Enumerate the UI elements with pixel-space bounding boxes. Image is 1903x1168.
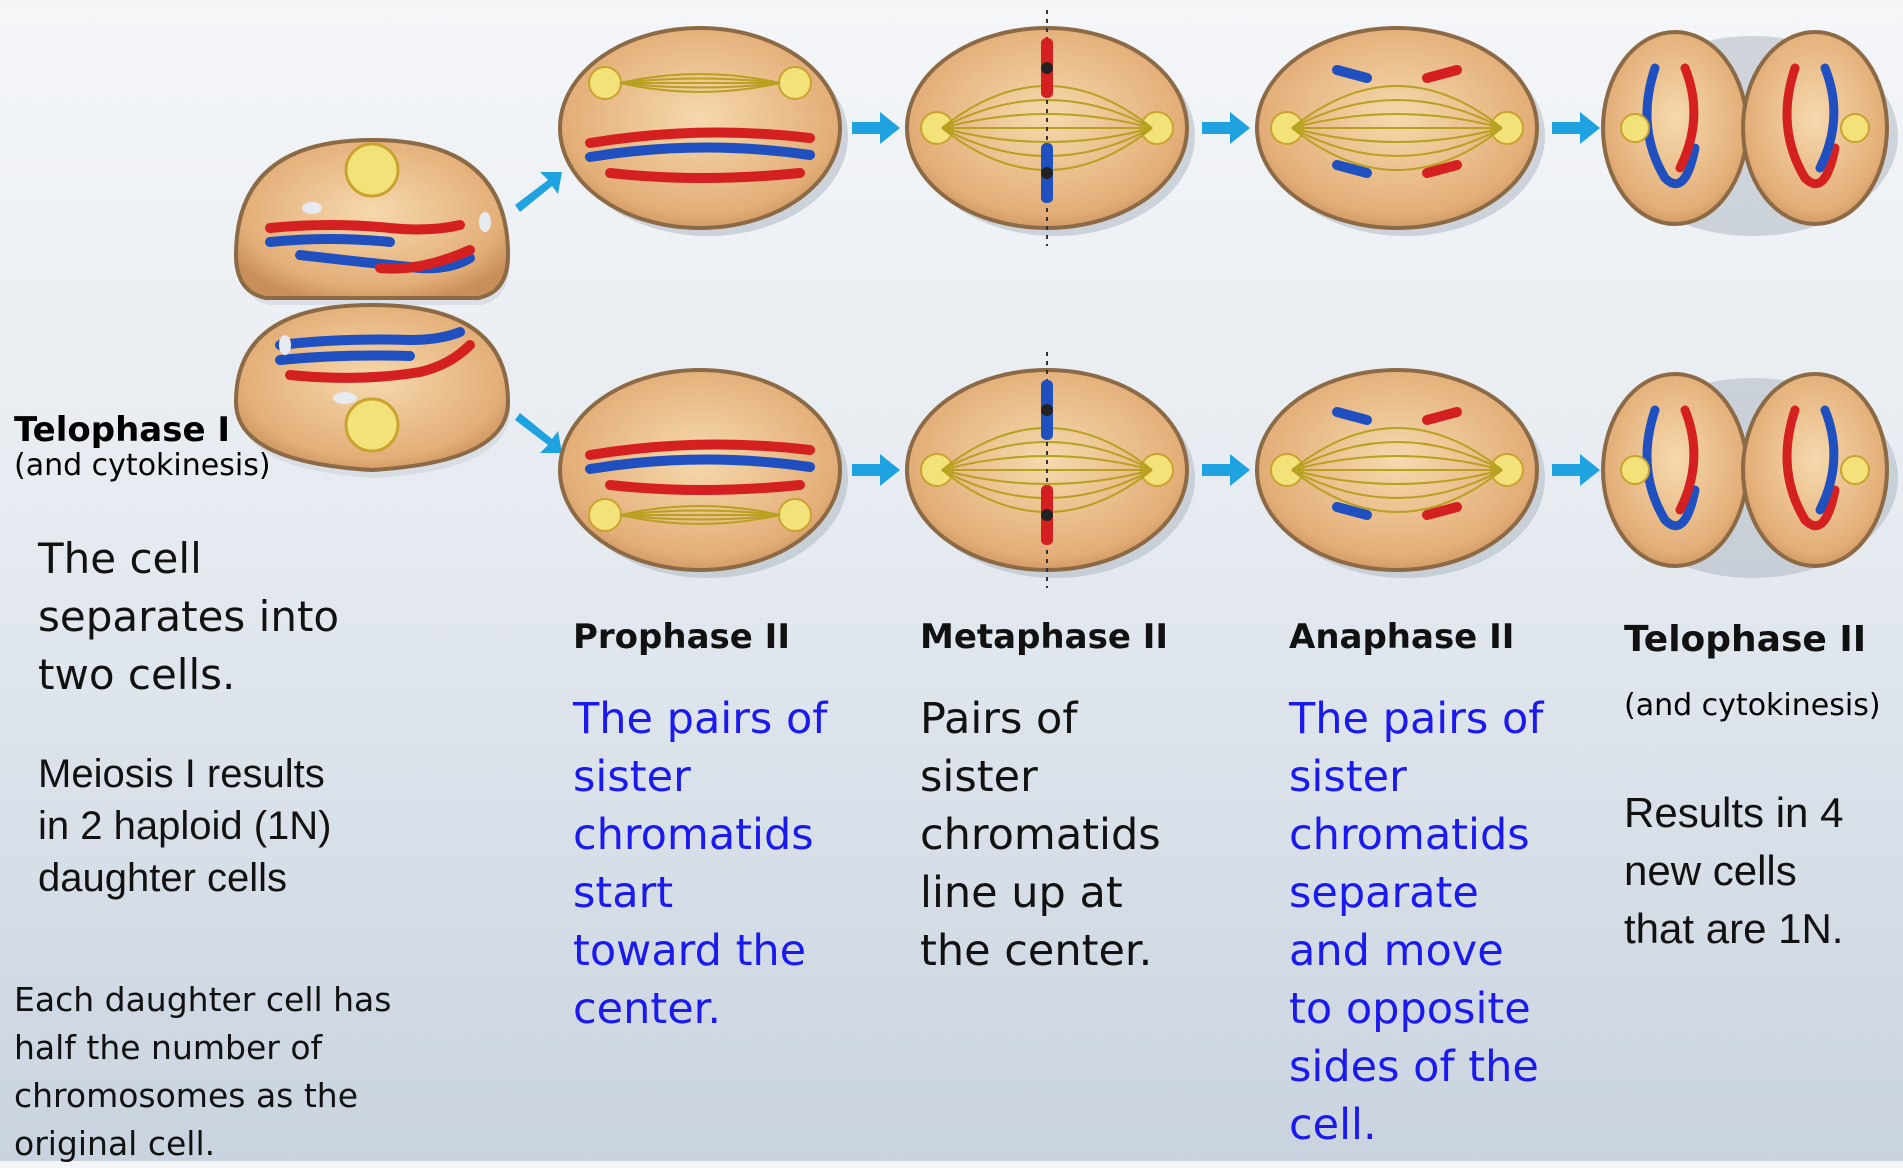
anaphase-ii-title: Anaphase II: [1289, 617, 1514, 657]
telophase-ii-description: Results in 4 new cells that are 1N.: [1624, 784, 1843, 958]
telophase-ii-cell-bottom: [1603, 374, 1898, 578]
phase-arrow: [852, 112, 900, 144]
phase-arrow: [1552, 454, 1600, 486]
phase-arrow: [852, 454, 900, 486]
branch-arrow-bottom: [515, 413, 562, 453]
anaphase-ii-cell-top: [1257, 28, 1545, 236]
metaphase-ii-cell-bottom: [907, 352, 1195, 588]
telophase-i-description: The cell separates into two cells.: [38, 530, 339, 704]
telophase-ii-title: Telophase II: [1624, 619, 1866, 660]
branch-arrow-top: [515, 172, 562, 212]
prophase-ii-description: The pairs of sister chromatids start tow…: [573, 690, 827, 1038]
phase-arrow: [1202, 112, 1250, 144]
phase-arrow: [1202, 454, 1250, 486]
metaphase-ii-cell-top: [907, 10, 1195, 246]
telophase-ii-cell-top: [1603, 32, 1898, 236]
telophase-i-note: Each daughter cell has half the number o…: [14, 976, 391, 1168]
phase-arrow: [1552, 112, 1600, 144]
anaphase-ii-description: The pairs of sister chromatids separate …: [1289, 690, 1543, 1154]
prophase-ii-cell-bottom: [560, 370, 848, 578]
metaphase-ii-title: Metaphase II: [920, 617, 1168, 657]
metaphase-ii-description: Pairs of sister chromatids line up at th…: [920, 690, 1161, 980]
prophase-ii-cell-top: [560, 28, 848, 236]
prophase-ii-title: Prophase II: [573, 617, 790, 657]
telophase-i-result: Meiosis I results in 2 haploid (1N) daug…: [38, 748, 332, 904]
cells-layer: [560, 10, 1898, 588]
telophase-i-cell: [236, 140, 510, 478]
anaphase-ii-cell-bottom: [1257, 370, 1545, 578]
telophase-i-subtitle: (and cytokinesis): [14, 448, 271, 483]
telophase-ii-subtitle: (and cytokinesis): [1624, 688, 1881, 723]
telophase-i-title: Telophase I: [14, 410, 230, 450]
